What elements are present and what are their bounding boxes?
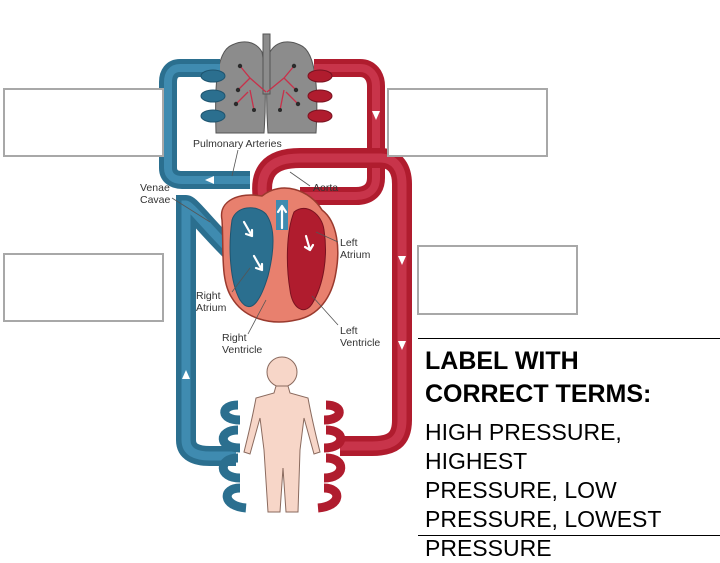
label-right-atrium-line2: Atrium	[196, 302, 227, 314]
circulatory-system-diagram: Pulmonary Arteries Venae Cavae Aorta Lef…	[140, 33, 412, 513]
instructions-heading-line1: LABEL WITH	[425, 347, 579, 375]
instructions-terms-line1: HIGH PRESSURE, HIGHEST	[425, 419, 622, 474]
label-left-atrium-line2: Atrium	[340, 249, 371, 261]
instructions-terms-line2: PRESSURE, LOW	[425, 477, 617, 503]
venae-cavae-vessel	[176, 194, 238, 466]
instructions-terms-line4: PRESSURE	[425, 535, 552, 561]
lungs	[215, 33, 318, 134]
human-body	[243, 356, 321, 513]
answer-box-top-right[interactable]	[387, 88, 548, 157]
label-aorta: Aorta	[313, 182, 338, 194]
label-left-ventricle-line2: Ventricle	[340, 337, 380, 349]
body-capillaries	[218, 400, 346, 513]
pulmonary-vein-vessels	[300, 59, 385, 205]
label-pulmonary-arteries: Pulmonary Arteries	[193, 138, 282, 150]
pulmonary-artery-vessels	[159, 59, 250, 189]
label-leader-lines	[171, 149, 339, 335]
label-cavae: Cavae	[140, 194, 171, 206]
answer-box-middle-right[interactable]	[417, 245, 578, 315]
instructions-terms-line3: PRESSURE, LOWEST	[425, 506, 662, 532]
label-left-ventricle-line1: Left	[340, 325, 358, 337]
label-right-ventricle-line1: Right	[222, 332, 247, 344]
label-right-atrium-line1: Right	[196, 290, 221, 302]
instructions-heading-line2: CORRECT TERMS:	[425, 380, 652, 408]
answer-box-middle-left[interactable]	[3, 253, 164, 322]
instructions-heading: LABEL WITH CORRECT TERMS:	[425, 345, 651, 411]
label-venae: Venae	[140, 182, 170, 194]
instructions-panel: LABEL WITH CORRECT TERMS: HIGH PRESSURE,…	[418, 338, 720, 561]
answer-box-top-left[interactable]	[3, 88, 164, 157]
label-right-ventricle-line2: Ventricle	[222, 344, 262, 356]
heart	[220, 187, 339, 323]
label-left-atrium-line1: Left	[340, 237, 358, 249]
aorta-vessel	[252, 148, 412, 456]
instructions-terms: HIGH PRESSURE, HIGHEST PRESSURE, LOW PRE…	[425, 418, 720, 563]
flow-arrows	[180, 95, 406, 379]
